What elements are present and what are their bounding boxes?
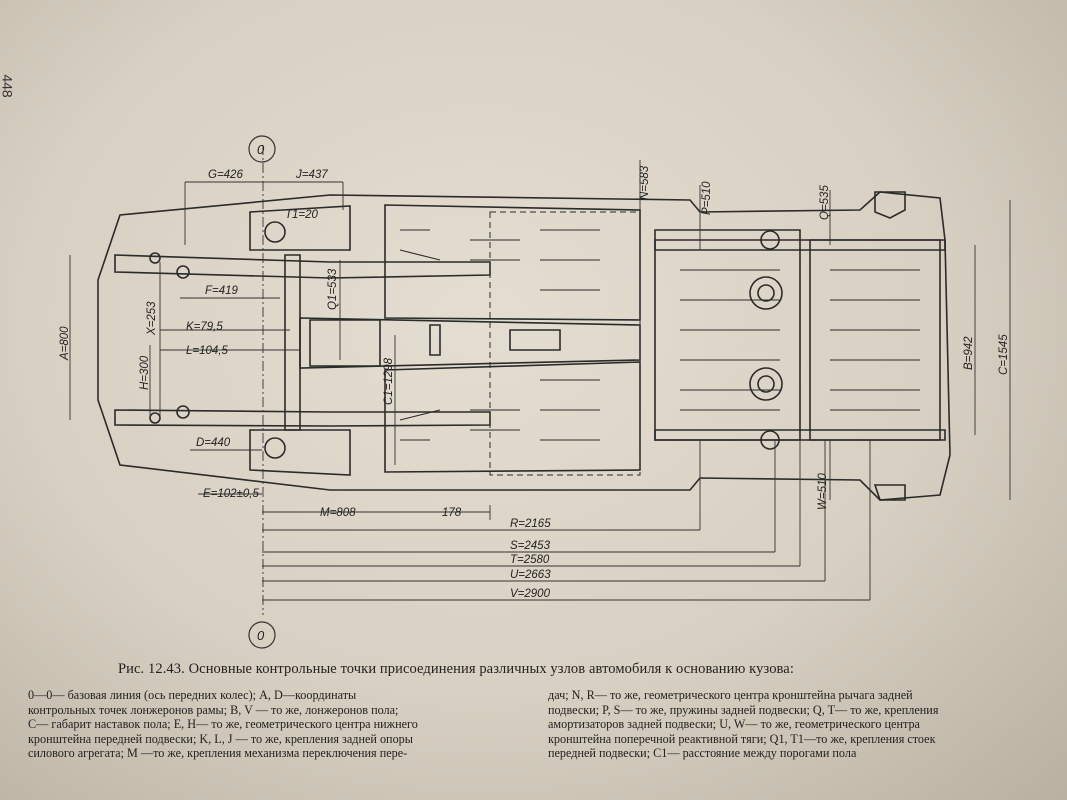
legend-line: 0—0— базовая линия (ось передних колес);… [28, 688, 357, 702]
dim-A: A=800 [59, 326, 71, 361]
dim-E: E=102±0,5 [203, 488, 259, 500]
axis-label-bottom: 0 [257, 628, 265, 643]
legend-line: передней подвески; C1— расстояние между … [548, 746, 857, 761]
dim-L: L=104,5 [186, 345, 228, 357]
dim-D: D=440 [196, 437, 231, 449]
dim-C1: C1=1298 [383, 357, 395, 405]
body-floor-technical-drawing: 0 0 G=426 J=437 T1=20 N=583 P=510 Q=535 … [59, 135, 1011, 649]
spring-seat-right [749, 367, 783, 401]
dim-T1: T1=20 [285, 209, 319, 221]
dim-S: S=2453 [510, 540, 551, 552]
dim-T: T=2580 [510, 554, 550, 566]
legend-right-column: дач; N, R— то же, геометрического центра… [548, 688, 1058, 761]
front-crossmember [284, 254, 301, 431]
axis-marker-top [248, 135, 276, 163]
legend-line: силового агрегата; M —то же, крепления м… [28, 746, 408, 761]
front-rail-lower [114, 409, 491, 427]
dim-U: U=2663 [510, 569, 551, 581]
legend-line: подвески; P, S— то же, пружины задней по… [548, 702, 939, 717]
dim-X: X=253 [146, 301, 158, 336]
legend-line: кронштейна поперечной реактивной тяги; Q… [548, 731, 936, 746]
axis-label-top: 0 [257, 142, 265, 157]
floor-panel-right [384, 361, 641, 473]
dim-R: R=2165 [510, 518, 551, 530]
dim-178: 178 [442, 507, 462, 519]
legend-line: амортизаторов задней подвески; U, W— то … [548, 717, 920, 732]
dim-N: N=583 [639, 165, 651, 200]
dim-C: C=1545 [998, 334, 1010, 375]
dim-M: M=808 [320, 507, 356, 519]
dim-J: J=437 [295, 169, 328, 181]
dim-Q1: Q1=533 [327, 268, 339, 310]
dim-V: V=2900 [510, 588, 551, 600]
dim-B: B=942 [963, 336, 975, 370]
figure-caption: Рис. 12.43. Основные контрольные точки п… [118, 661, 794, 677]
legend-line: дач; N, R— то же, геометрического центра… [548, 688, 913, 702]
axis-marker-bottom [248, 621, 276, 649]
legend-line: C— габарит наставок пола; E, H— то же, г… [28, 717, 418, 732]
dim-F: F=419 [205, 285, 239, 297]
rear-floor [654, 229, 801, 441]
dim-W: W=510 [817, 473, 829, 510]
dim-G: G=426 [208, 169, 243, 181]
spring-seat-left [749, 276, 783, 310]
dim-P: P=510 [701, 181, 713, 215]
tunnel [299, 317, 641, 369]
legend-line: кронштейна передней подвески; K, L, J — … [28, 731, 413, 746]
dim-Q: Q=535 [819, 185, 831, 220]
dim-K: K=79,5 [186, 321, 223, 333]
legend-line: контрольных точек лонжеронов рамы; B, V … [28, 702, 399, 717]
dim-H: H=300 [139, 355, 151, 390]
legend-left-column: 0—0— базовая линия (ось передних колес);… [28, 688, 538, 761]
